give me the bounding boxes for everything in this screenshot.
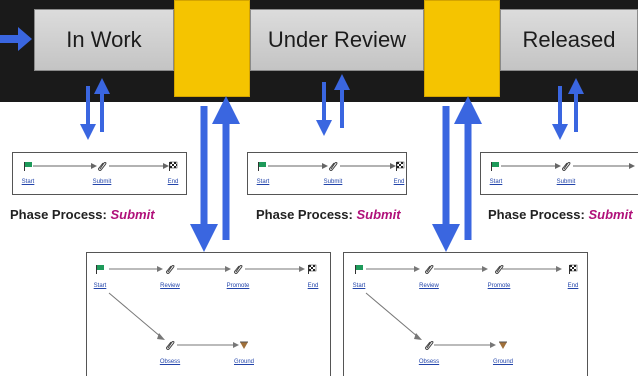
paperclip-icon bbox=[495, 265, 504, 274]
node-ground[interactable]: Ground bbox=[233, 359, 254, 365]
caption-prefix: Phase Process: bbox=[256, 207, 353, 222]
node-submit[interactable]: Submit bbox=[92, 179, 112, 185]
paperclip-icon bbox=[98, 162, 107, 171]
node-obsess[interactable]: Obsess bbox=[159, 359, 181, 365]
phase-released[interactable]: Released bbox=[500, 9, 638, 71]
process-flow-lines bbox=[33, 163, 169, 169]
phase-process-box[interactable]: Start Submit bbox=[480, 152, 638, 195]
node-end[interactable]: End bbox=[567, 283, 579, 289]
paperclip-icon bbox=[234, 265, 243, 274]
node-start[interactable]: Start bbox=[256, 179, 270, 185]
phase-label: Released bbox=[522, 27, 616, 52]
node-review[interactable]: Review bbox=[160, 283, 180, 289]
phase-process-caption: Phase Process: Submit bbox=[256, 207, 401, 222]
node-start[interactable]: Start bbox=[93, 283, 107, 289]
node-submit[interactable]: Submit bbox=[323, 179, 343, 185]
checkered-flag-icon bbox=[169, 161, 178, 171]
ground-icon bbox=[240, 341, 248, 349]
checkered-flag-icon bbox=[308, 264, 317, 274]
gate-2[interactable] bbox=[424, 0, 500, 97]
phase-label: In Work bbox=[66, 27, 142, 52]
paperclip-icon bbox=[425, 341, 434, 350]
node-end[interactable]: End bbox=[393, 179, 405, 185]
node-review[interactable]: Review bbox=[419, 283, 439, 289]
gate-process-box[interactable]: Start Review Promote End Obsess Ground bbox=[86, 252, 331, 376]
phase-label: Under Review bbox=[267, 27, 407, 52]
paperclip-icon bbox=[329, 162, 338, 171]
node-submit[interactable]: Submit bbox=[556, 179, 576, 185]
green-flag-icon bbox=[96, 265, 104, 274]
node-end[interactable]: End bbox=[307, 283, 319, 289]
node-obsess[interactable]: Obsess bbox=[418, 359, 440, 365]
green-flag-icon bbox=[491, 162, 499, 171]
caption-value: Submit bbox=[110, 207, 155, 222]
green-flag-icon bbox=[24, 162, 32, 171]
phase-process-box[interactable]: Start Submit End bbox=[247, 152, 407, 195]
phase-process-box[interactable]: Start Submit End bbox=[12, 152, 187, 195]
node-start[interactable]: Start bbox=[489, 179, 503, 185]
caption-value: Submit bbox=[356, 207, 401, 222]
node-start[interactable]: Start bbox=[21, 179, 35, 185]
caption-prefix: Phase Process: bbox=[10, 207, 107, 222]
checkered-flag-icon bbox=[569, 264, 578, 274]
entry-arrow-icon bbox=[0, 27, 32, 51]
paperclip-icon bbox=[562, 162, 571, 171]
caption-value: Submit bbox=[588, 207, 633, 222]
node-promote[interactable]: Promote bbox=[487, 283, 511, 289]
paperclip-icon bbox=[166, 341, 175, 350]
process-flow-lines bbox=[268, 163, 396, 169]
phase-under-review[interactable]: Under Review bbox=[250, 9, 424, 71]
gate-1[interactable] bbox=[174, 0, 250, 97]
paperclip-icon bbox=[166, 265, 175, 274]
node-start[interactable]: Start bbox=[352, 283, 366, 289]
node-promote[interactable]: Promote bbox=[226, 283, 250, 289]
phase-process-caption: Phase Process: Submit bbox=[488, 207, 638, 222]
checkered-flag-icon bbox=[396, 161, 405, 171]
gate-process-box[interactable]: Start Review Promote End Obsess Ground bbox=[343, 252, 588, 376]
phase-process-caption: Phase Process: Submit bbox=[10, 207, 155, 222]
caption-prefix: Phase Process: bbox=[488, 207, 585, 222]
green-flag-icon bbox=[355, 265, 363, 274]
node-ground[interactable]: Ground bbox=[492, 359, 513, 365]
ground-icon bbox=[499, 341, 507, 349]
process-flow-lines bbox=[501, 163, 635, 169]
gate-flow-lines bbox=[108, 266, 305, 348]
phase-in-work[interactable]: In Work bbox=[34, 9, 174, 71]
node-end[interactable]: End bbox=[167, 179, 179, 185]
gate-flow-lines bbox=[365, 266, 562, 348]
green-flag-icon bbox=[258, 162, 266, 171]
paperclip-icon bbox=[425, 265, 434, 274]
